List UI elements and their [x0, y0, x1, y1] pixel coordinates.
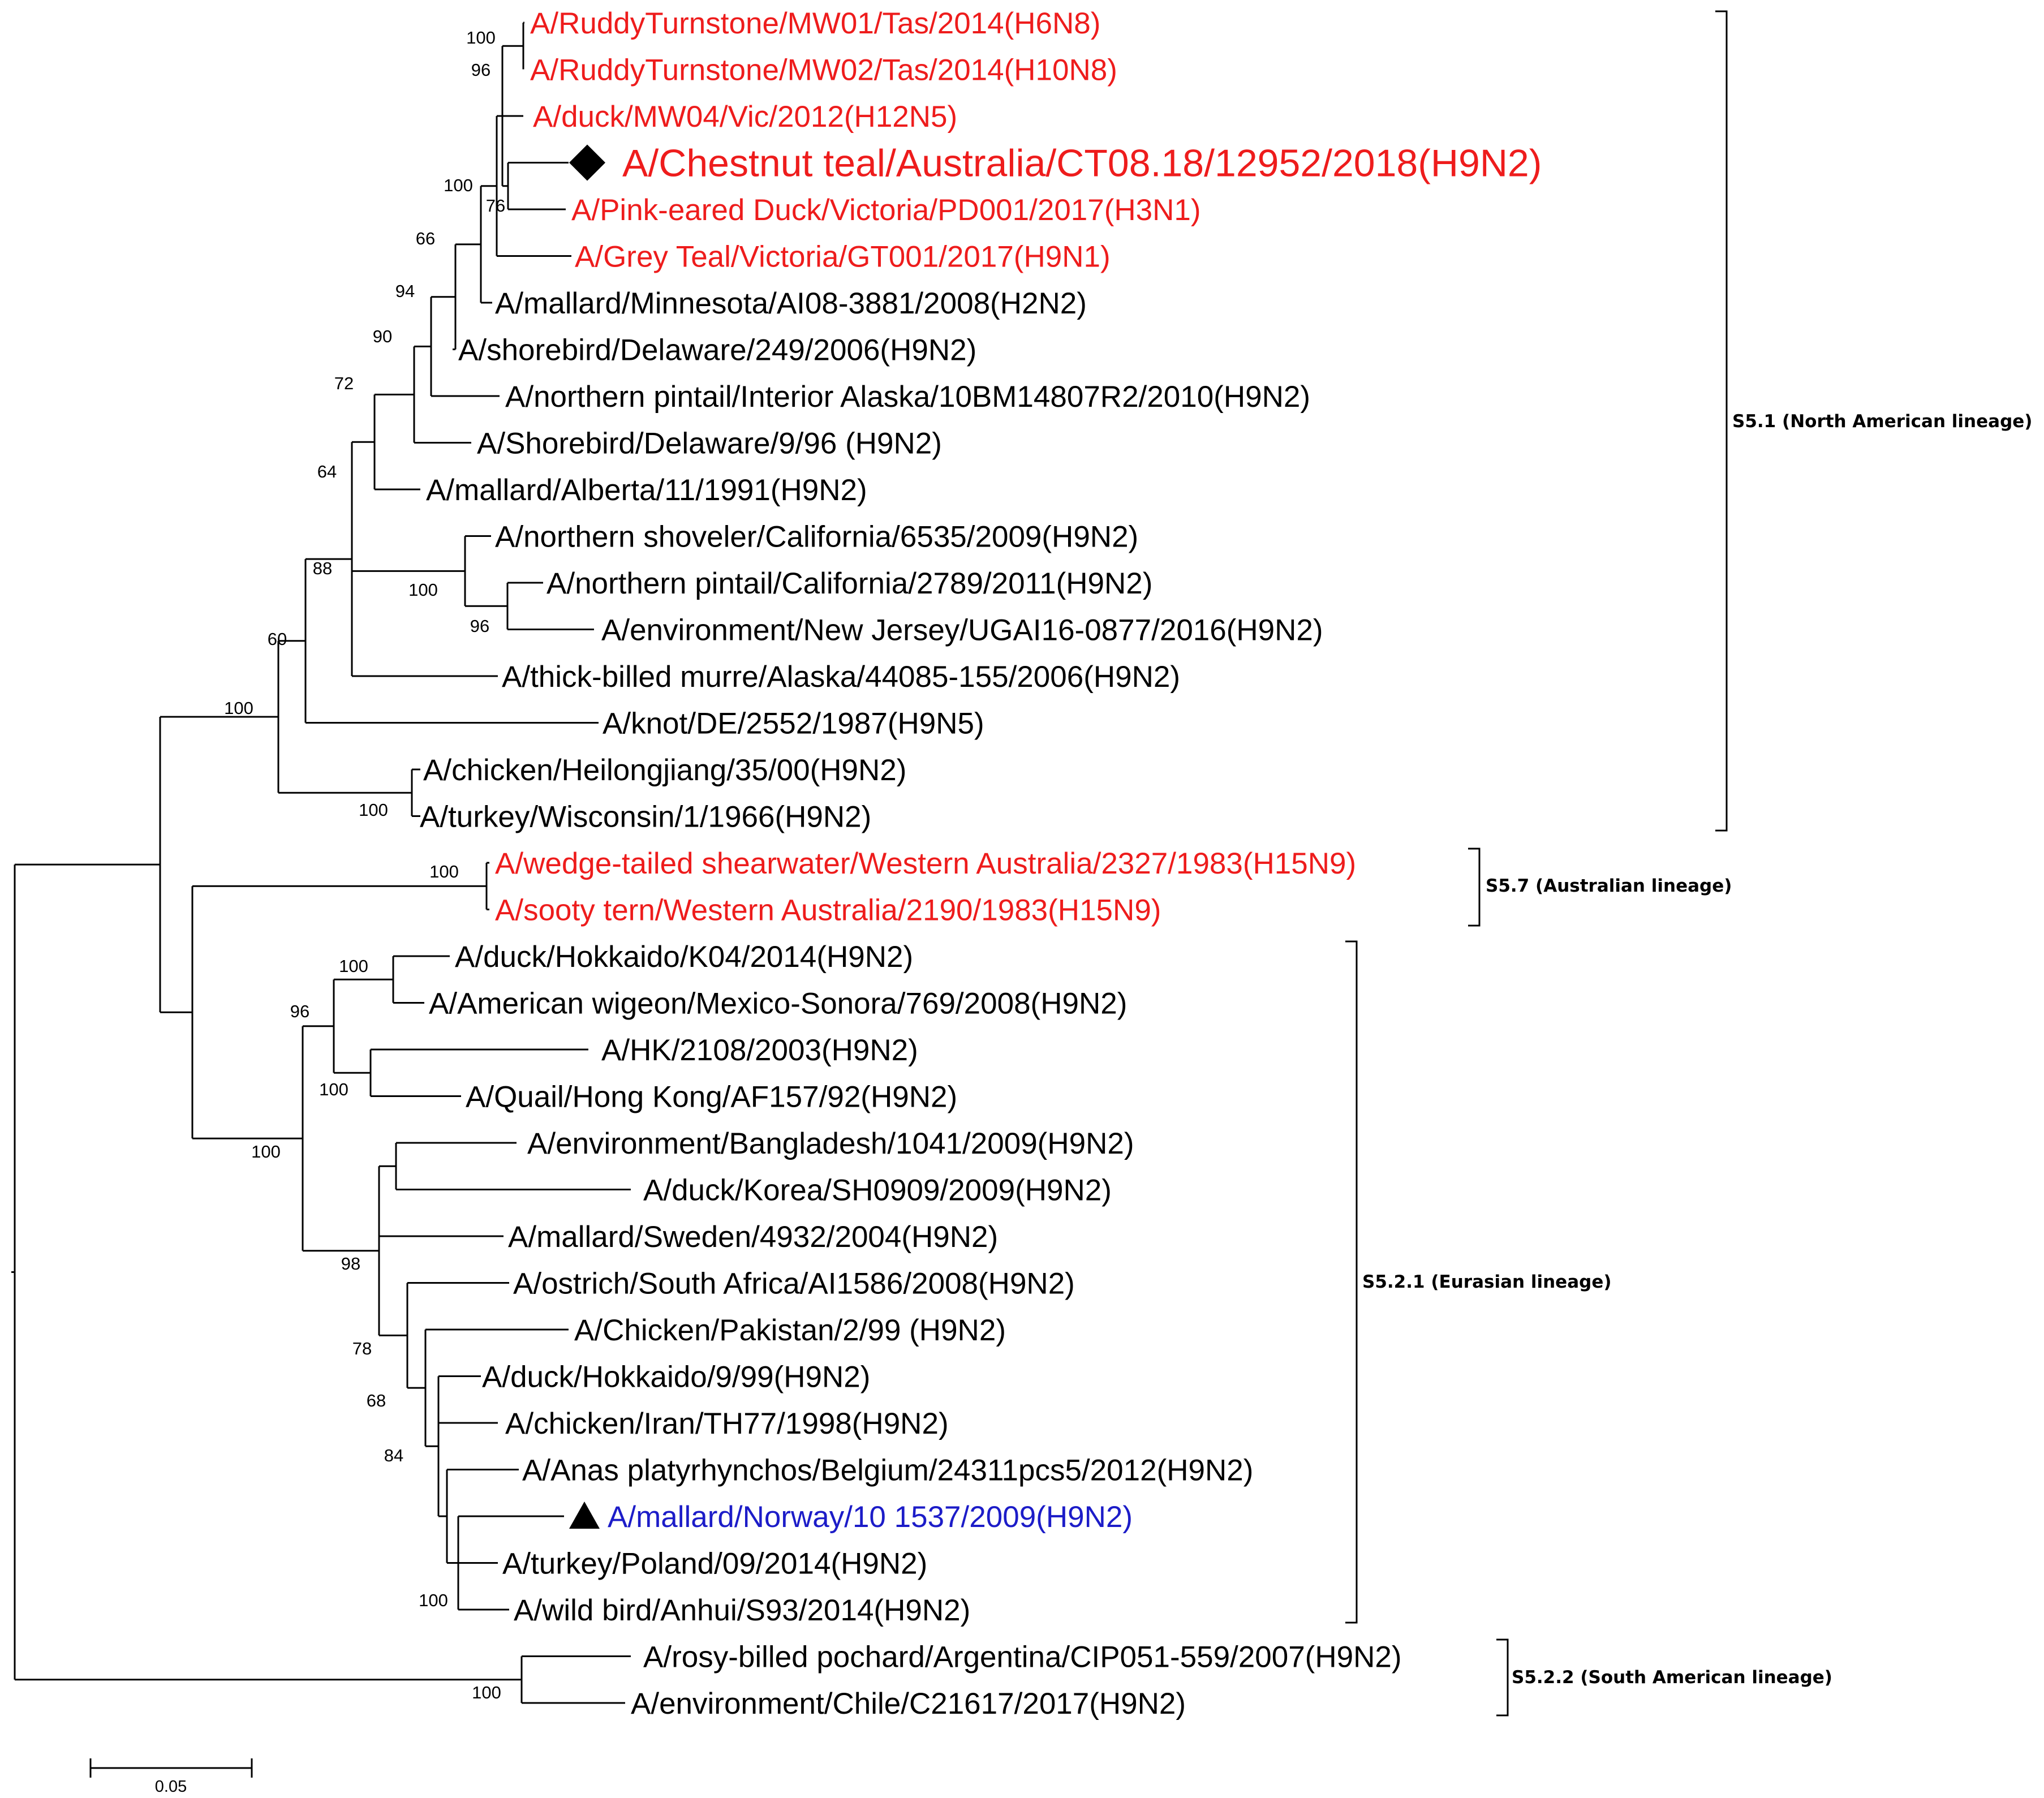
taxon-label: A/environment/Chile/C21617/2017(H9N2)	[631, 1687, 1186, 1720]
bootstrap-value: 88	[313, 558, 332, 578]
taxon-label: A/Quail/Hong Kong/AF157/92(H9N2)	[466, 1081, 957, 1114]
bootstrap-value: 100	[429, 862, 459, 881]
taxon-label: A/Chestnut teal/Australia/CT08.18/12952/…	[622, 142, 1542, 185]
bootstrap-value: 66	[416, 229, 435, 248]
bootstrap-value: 96	[290, 1001, 309, 1021]
taxon-label: A/northern shoveler/California/6535/2009…	[495, 521, 1138, 554]
clade-label: S5.1 (North American lineage)	[1732, 411, 2032, 432]
tree-branches	[11, 21, 631, 1704]
taxon-label: A/rosy-billed pochard/Argentina/CIP051-5…	[643, 1641, 1401, 1674]
bootstrap-value: 64	[317, 462, 337, 481]
taxon-label: A/chicken/Iran/TH77/1998(H9N2)	[505, 1407, 949, 1440]
taxon-label: A/turkey/Poland/09/2014(H9N2)	[502, 1547, 927, 1581]
bootstrap-value: 100	[419, 1590, 448, 1610]
bootstrap-value: 76	[486, 196, 505, 216]
taxon-markers	[569, 144, 605, 1529]
bootstrap-value: 84	[384, 1446, 403, 1465]
taxon-label: A/RuddyTurnstone/MW02/Tas/2014(H10N8)	[530, 54, 1117, 87]
taxon-label: A/Pink-eared Duck/Victoria/PD001/2017(H3…	[571, 193, 1201, 227]
bootstrap-value: 100	[472, 1683, 501, 1702]
taxon-label: A/Grey Teal/Victoria/GT001/2017(H9N1)	[575, 240, 1111, 274]
taxon-label: A/environment/New Jersey/UGAI16-0877/201…	[601, 614, 1323, 647]
taxon-label: A/ostrich/South Africa/AI1586/2008(H9N2)	[513, 1267, 1075, 1301]
taxon-label: A/mallard/Minnesota/AI08-3881/2008(H2N2)	[495, 287, 1087, 320]
taxon-label: A/shorebird/Delaware/249/2006(H9N2)	[458, 334, 976, 367]
taxon-label: A/mallard/Norway/10 1537/2009(H9N2)	[608, 1500, 1133, 1534]
bootstrap-values: 100 96 100 76 66 94 90 72 64 88 100 96 60 100 100 100 10…	[224, 28, 505, 1702]
clade-label: S5.2.2 (South American lineage)	[1512, 1667, 1832, 1688]
clade-label: S5.2.1 (Eurasian lineage)	[1362, 1272, 1612, 1292]
bootstrap-value: 94	[395, 281, 415, 301]
taxon-label: A/RuddyTurnstone/MW01/Tas/2014(H6N8)	[530, 7, 1100, 40]
taxon-label: A/northern pintail/Interior Alaska/10BM1…	[505, 380, 1310, 414]
taxon-label: A/Shorebird/Delaware/9/96 (H9N2)	[477, 427, 942, 461]
bootstrap-value: 78	[352, 1339, 372, 1358]
bootstrap-value: 96	[470, 616, 489, 636]
taxon-label: A/Chicken/Pakistan/2/99 (H9N2)	[574, 1314, 1006, 1347]
bootstrap-value: 100	[319, 1079, 348, 1099]
bootstrap-value: 100	[408, 580, 438, 600]
scale-bar: 0.05	[89, 1758, 253, 1796]
taxon-label: A/duck/MW04/Vic/2012(H12N5)	[533, 100, 957, 134]
bootstrap-value: 98	[341, 1254, 360, 1274]
clade-bracket	[1496, 1638, 1509, 1717]
taxon-label: A/chicken/Heilongjiang/35/00(H9N2)	[423, 754, 906, 787]
bootstrap-value: 100	[251, 1142, 281, 1162]
taxon-label: A/thick-billed murre/Alaska/44085-155/20…	[502, 660, 1180, 694]
clade-bracket	[1345, 940, 1358, 1624]
taxon-label: A/wild bird/Anhui/S93/2014(H9N2)	[514, 1594, 970, 1627]
taxon-label: A/wedge-tailed shearwater/Western Austra…	[495, 847, 1356, 880]
taxon-label: A/sooty tern/Western Australia/2190/1983…	[495, 894, 1161, 927]
taxon-label: A/Anas platyrhynchos/Belgium/24311pcs5/2…	[522, 1454, 1253, 1487]
taxon-label: A/northern pintail/California/2789/2011(…	[546, 567, 1152, 600]
taxon-labels: A/RuddyTurnstone/MW01/Tas/2014(H6N8) A/Ru…	[420, 7, 1542, 1720]
taxon-label: A/mallard/Sweden/4932/2004(H9N2)	[508, 1220, 998, 1254]
bootstrap-value: 100	[359, 800, 388, 820]
bootstrap-value: 90	[373, 326, 392, 346]
bootstrap-value: 96	[471, 60, 490, 80]
scale-bar-line	[89, 1758, 253, 1778]
bootstrap-value: 100	[224, 698, 253, 718]
taxon-label: A/knot/DE/2552/1987(H9N5)	[603, 707, 984, 741]
scale-bar-label: 0.05	[155, 1778, 187, 1796]
taxon-label: A/duck/Korea/SH0909/2009(H9N2)	[643, 1174, 1112, 1207]
bootstrap-value: 60	[268, 629, 287, 649]
bootstrap-value: 100	[444, 175, 473, 195]
bootstrap-value: 100	[466, 28, 496, 48]
clade-bracket	[1468, 848, 1481, 927]
bootstrap-value: 68	[367, 1391, 386, 1410]
taxon-label: A/turkey/Wisconsin/1/1966(H9N2)	[420, 801, 871, 834]
taxon-label: A/mallard/Alberta/11/1991(H9N2)	[426, 474, 867, 507]
taxon-label: A/environment/Bangladesh/1041/2009(H9N2)	[527, 1127, 1134, 1160]
taxon-label: A/American wigeon/Mexico-Sonora/769/2008…	[429, 987, 1127, 1021]
triangle-marker-icon	[569, 1502, 600, 1529]
diamond-marker-icon	[569, 144, 605, 181]
taxon-label: A/HK/2108/2003(H9N2)	[601, 1034, 918, 1067]
clade-bracket	[1715, 10, 1728, 832]
taxon-label: A/duck/Hokkaido/K04/2014(H9N2)	[455, 940, 913, 974]
bootstrap-value: 100	[339, 956, 368, 976]
taxon-label: A/duck/Hokkaido/9/99(H9N2)	[482, 1361, 870, 1394]
bootstrap-value: 72	[334, 373, 354, 393]
clade-annotations: S5.1 (North American lineage) S5.7 (Austr…	[1345, 10, 2032, 1717]
clade-label: S5.7 (Australian lineage)	[1486, 876, 1732, 896]
